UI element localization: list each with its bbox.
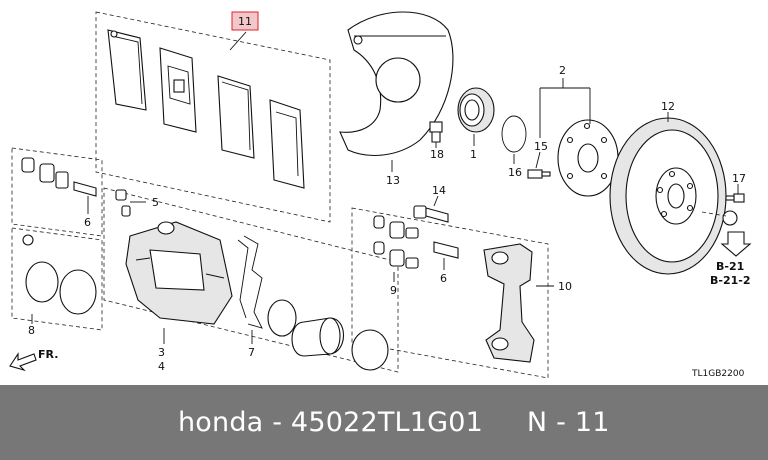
diagram-canvas: FR. 11 2 12 18 1 16 15 13 14 17 5 6 6 9 … [9,11,752,379]
brake-disc[interactable] [609,117,727,275]
callout-9: 9 [390,284,397,297]
leader-11 [229,31,247,51]
callout-17: 17 [732,172,746,185]
reference-arrow [701,210,752,257]
callout-8: 8 [28,324,35,337]
caliper-body[interactable] [125,221,233,325]
front-label: FR. [38,348,58,361]
caliper-bracket[interactable] [483,243,535,363]
callout-16: 16 [508,166,522,179]
callout-12: 12 [661,100,675,113]
caliper-group-box [103,187,399,373]
splash-guard[interactable] [339,11,454,156]
brake-pad-shim-outer[interactable] [269,99,305,189]
callout-13: 13 [386,174,400,187]
callout-6-left: 6 [84,216,91,229]
callout-4: 4 [158,360,165,373]
leader-14 [433,195,439,207]
brake-pad-group-box [95,11,331,223]
seal-kit-group-box [11,227,103,331]
callout-11: 11 [238,15,252,28]
diagram-code: TL1GB2200 [691,369,745,379]
callout-18: 18 [430,148,444,161]
callout-7: 7 [248,346,255,359]
leader-2 [539,78,591,138]
brake-pad-inner[interactable] [107,29,147,111]
pin-kit-group-box [11,147,103,237]
reference-b21[interactable]: B-21 [716,260,744,273]
callout-6-right: 6 [440,272,447,285]
callout-2: 2 [559,64,566,77]
disc-screw[interactable] [725,193,745,203]
hub-bearing[interactable] [457,87,495,133]
callout-5: 5 [152,196,159,209]
front-direction-arrow: FR. [9,348,58,372]
brake-pad-outer[interactable] [217,75,255,159]
hub-bolt[interactable] [527,169,551,179]
highlight-box-11 [231,11,259,31]
bracket-group-box [351,207,549,379]
guide-pin-kit-upper[interactable] [21,157,97,197]
guide-pin-kit-lower[interactable] [373,215,419,269]
bracket-bolt[interactable] [413,205,449,223]
exploded-parts-diagram: FR. 11 2 12 18 1 16 15 13 14 17 5 6 6 9 … [9,11,752,379]
caliper-piston[interactable] [291,317,344,357]
pad-retainer-spring[interactable] [237,235,263,329]
part-number-caption: honda - 45022TL1G01 N - 11 [178,407,610,438]
wheel-hub[interactable] [557,119,619,197]
bolt-18[interactable] [429,121,443,143]
reference-b21-2[interactable]: B-21-2 [710,274,750,287]
part-info-bar: honda - 45022TL1G01 N - 11 [0,385,768,460]
callout-15: 15 [534,140,548,153]
callout-14: 14 [432,184,446,197]
brake-pad-shim-inner[interactable] [159,47,197,133]
callout-1: 1 [470,148,477,161]
callout-10: 10 [558,280,572,293]
snap-ring[interactable] [501,115,527,153]
caliper-seal-kit[interactable] [22,234,97,315]
piston-boot[interactable] [351,329,389,371]
leader-15 [535,151,541,169]
bleeder-screw[interactable] [115,189,131,217]
piston-seal[interactable] [267,299,297,337]
callout-3: 3 [158,346,165,359]
guide-pin[interactable] [433,241,459,259]
